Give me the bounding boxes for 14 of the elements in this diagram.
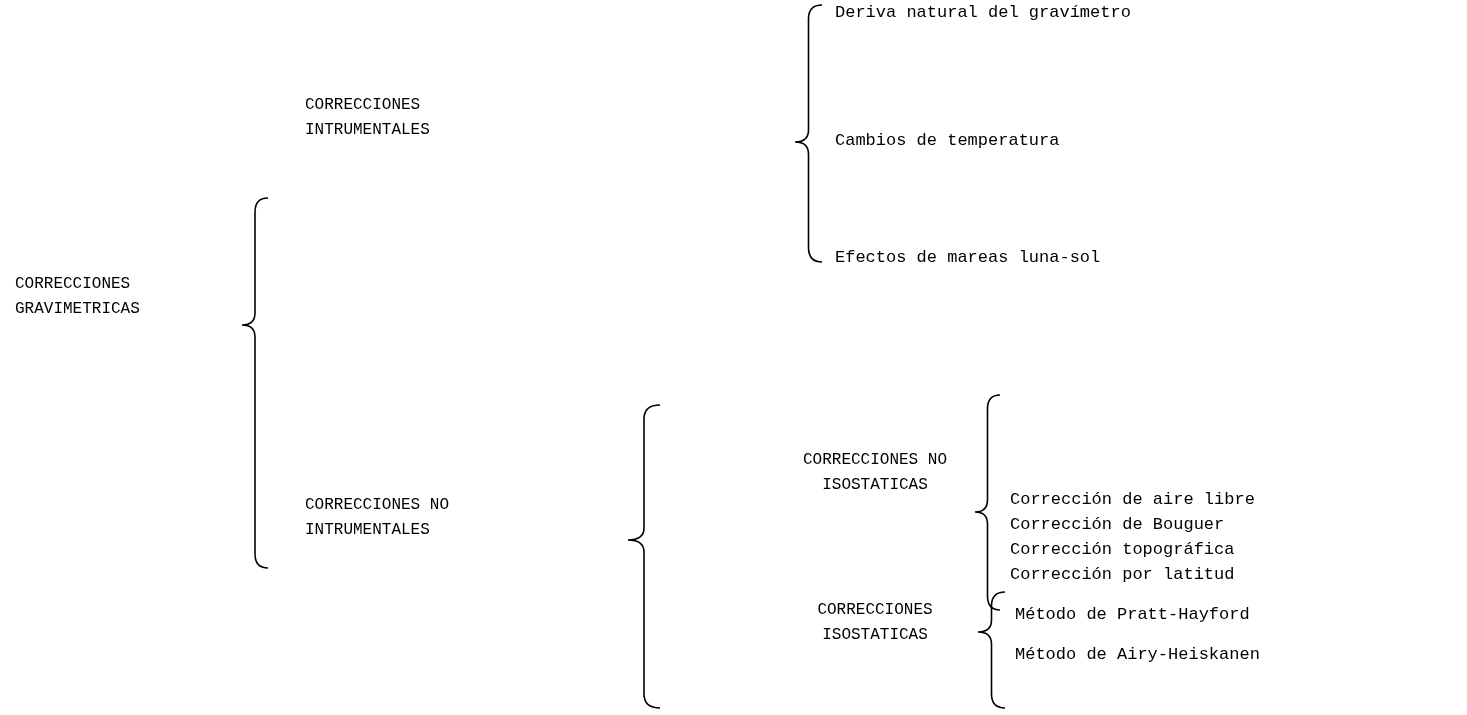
item-label: Corrección de aire libre [1010,489,1255,511]
item-label: Cambios de temperatura [835,130,1060,152]
category-label: CORRECCIONES NO ISOSTATICAS [802,450,948,496]
item-label: Corrección por latitud [1010,564,1235,586]
item-label: Corrección de Bouguer [1010,514,1225,536]
category-label: CORRECCIONES GRAVIMETRICAS [15,274,141,320]
item-label: Efectos de mareas luna-sol [835,247,1101,269]
category-label: CORRECCIONES INTRUMENTALES [305,95,431,141]
category-label: CORRECCIONES NO INTRUMENTALES [305,495,451,541]
item-label: Corrección topográfica [1010,539,1235,561]
item-label: Método de Pratt-Hayford [1015,604,1250,626]
category-label: CORRECCIONES ISOSTATICAS [816,600,934,646]
item-label: Método de Airy-Heiskanen [1015,644,1260,666]
item-label: Deriva natural del gravímetro [835,2,1131,24]
